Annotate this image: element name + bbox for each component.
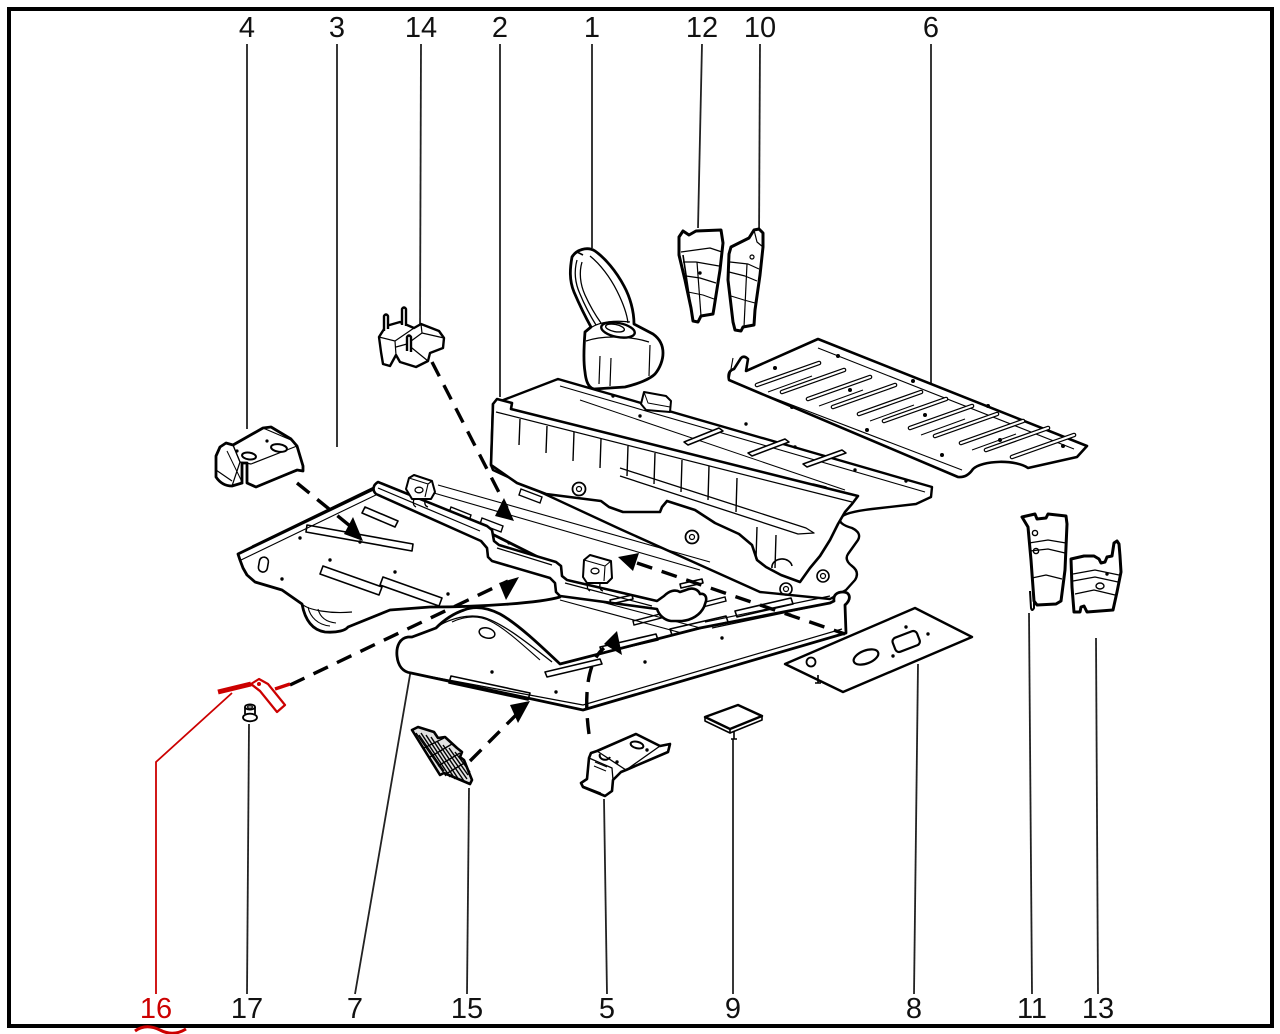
- svg-text:14: 14: [405, 12, 437, 44]
- svg-text:10: 10: [744, 12, 776, 44]
- svg-text:11: 11: [1017, 993, 1047, 1025]
- svg-text:6: 6: [923, 12, 939, 44]
- svg-text:16: 16: [140, 993, 172, 1025]
- svg-text:3: 3: [329, 12, 345, 44]
- svg-text:13: 13: [1082, 993, 1114, 1025]
- svg-text:7: 7: [347, 993, 363, 1025]
- svg-text:9: 9: [725, 993, 741, 1025]
- svg-text:2: 2: [492, 12, 508, 44]
- svg-text:1: 1: [584, 12, 600, 44]
- svg-text:4: 4: [239, 12, 255, 44]
- svg-text:5: 5: [599, 993, 615, 1025]
- svg-text:8: 8: [906, 993, 922, 1025]
- svg-text:17: 17: [231, 993, 263, 1025]
- svg-text:12: 12: [686, 12, 718, 44]
- svg-text:15: 15: [451, 993, 483, 1025]
